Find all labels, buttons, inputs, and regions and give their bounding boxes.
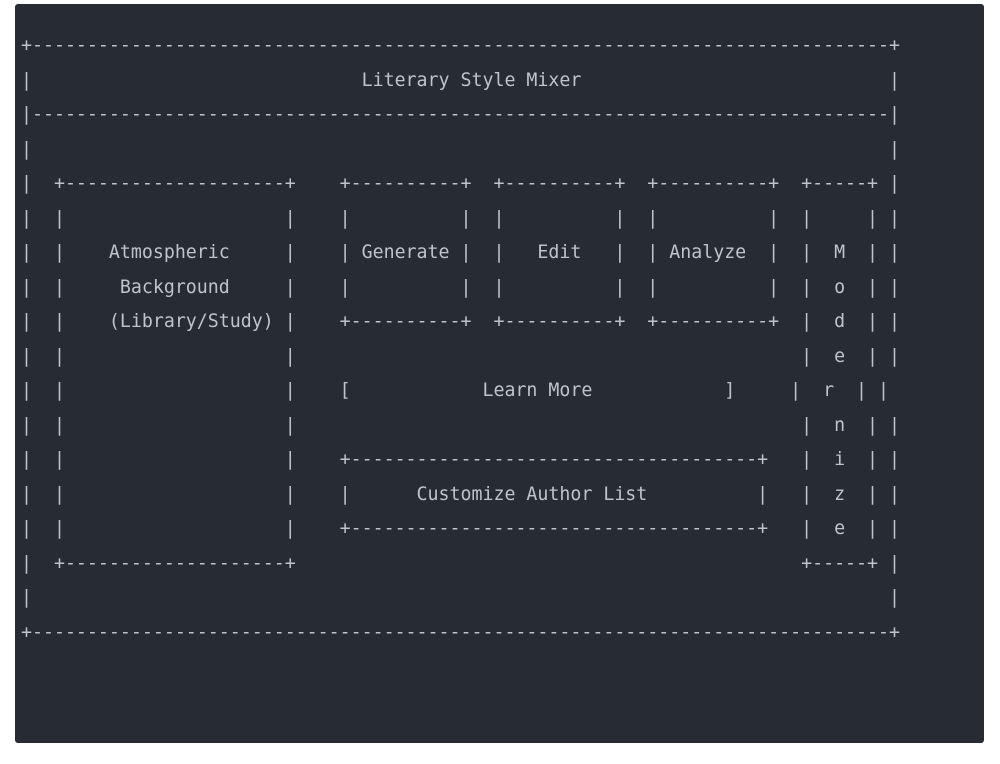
customize-author-list-button[interactable]: [340, 443, 769, 547]
modernize-button[interactable]: [802, 167, 879, 581]
atmospheric-background-panel: [54, 167, 296, 581]
analyze-button[interactable]: [648, 167, 780, 340]
terminal-panel: +---------------------------------------…: [15, 4, 984, 743]
edit-button[interactable]: [494, 167, 626, 340]
app-title: [362, 64, 582, 99]
ascii-art: +---------------------------------------…: [21, 35, 900, 643]
generate-button[interactable]: [340, 167, 472, 340]
learn-more-button[interactable]: [340, 374, 747, 409]
